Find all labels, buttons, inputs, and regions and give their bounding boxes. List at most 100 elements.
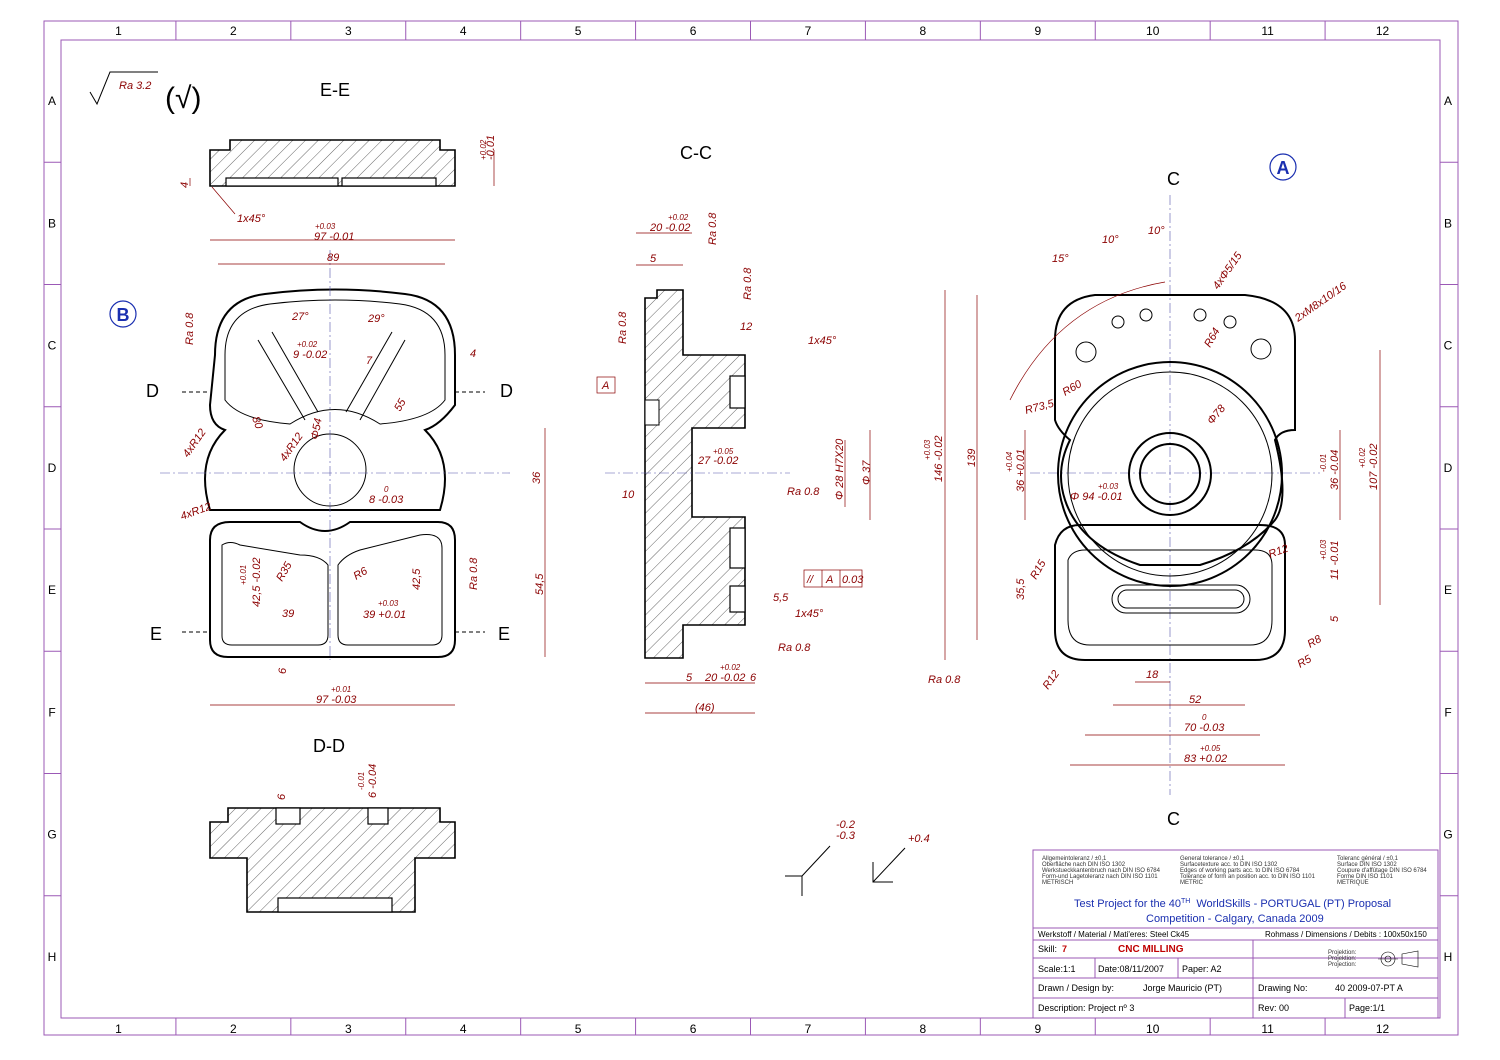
dim-ee-4-left: 4 xyxy=(179,182,191,188)
dim-cc-10: 10 xyxy=(622,489,635,501)
dim-cc-chamfer2: 1x45° xyxy=(795,608,824,620)
tb-standard-line: Tolerance of form an position acc. to DI… xyxy=(1180,874,1316,880)
dim-r35: R35 xyxy=(274,559,295,583)
dim-a-5: 5 xyxy=(1329,615,1341,622)
dim-ra-b2: Ra 0.8 xyxy=(468,557,480,590)
dim-a-11: 11 -0.01 xyxy=(1329,540,1341,580)
grid-col-bottom-1: 1 xyxy=(115,1022,122,1036)
dim-cc-ra1: Ra 0.8 xyxy=(707,212,719,245)
tb-standard-line: Oberfläche nach DIN ISO 1302 xyxy=(1042,862,1126,868)
grid-row-right-G: G xyxy=(1443,828,1452,842)
dim-ee-4: -0.01 xyxy=(485,135,497,160)
grid-row-right-D: D xyxy=(1444,461,1453,475)
dim-a-r8: R8 xyxy=(1306,633,1325,651)
tb-drawn: Jorge Mauricio (PT) xyxy=(1143,983,1222,993)
edge-sym2: +0.4 xyxy=(908,833,930,845)
tb-skill: 7 xyxy=(1062,944,1067,954)
dim-r6: R6 xyxy=(352,565,371,583)
edge-sym1-b: -0.3 xyxy=(836,830,856,842)
tb-standard-line: Form-und Lagetoleranz nach DIN ISO 1101 xyxy=(1042,874,1158,880)
dim-42-5: 42,5 -0.02 xyxy=(251,557,263,607)
dim-97: 97 -0.01 xyxy=(314,231,354,243)
dim-7: 7 xyxy=(366,355,373,367)
grid-row-left-E: E xyxy=(48,583,56,597)
dim-4xr12-a: 4xR12 xyxy=(181,427,209,460)
grid-col-bottom-10: 10 xyxy=(1146,1022,1160,1036)
grid-col-top-12: 12 xyxy=(1376,24,1390,38)
grid-col-bottom-2: 2 xyxy=(230,1022,237,1036)
grid-row-right-H: H xyxy=(1444,950,1453,964)
dim-a-11-tol: +0.03 xyxy=(1319,539,1328,560)
tb-projection-2: Projektion: xyxy=(1328,956,1357,962)
tb-description: Description: Project nº 3 xyxy=(1038,1003,1134,1013)
tb-date: Date:08/11/2007 xyxy=(1098,964,1164,974)
tb-drawing-no: 40 2009-07-PT A xyxy=(1335,983,1403,993)
dim-a-r5: R5 xyxy=(1296,653,1315,671)
dim-39-b: 39 +0.01 xyxy=(363,609,406,621)
tb-paper: Paper: A2 xyxy=(1182,964,1222,974)
dim-39-tol: +0.03 xyxy=(378,599,399,608)
dim-cc-ra2: Ra 0.8 xyxy=(742,267,754,300)
dim-a-r60: R60 xyxy=(1061,378,1085,399)
dim-a-15deg: 15° xyxy=(1052,253,1069,265)
dim-39: 39 xyxy=(282,608,294,620)
dim-a-36b: 36 -0.04 xyxy=(1329,450,1341,490)
section-cc: C-C +0.02 20 -0.02 5 Ra 0.8 Ra 0.8 Ra 0.… xyxy=(596,143,873,714)
grid-row-right-E: E xyxy=(1444,583,1452,597)
grid-col-bottom-6: 6 xyxy=(690,1022,697,1036)
grid-row-right-A: A xyxy=(1444,94,1452,108)
dim-cc-tol1: +0.02 xyxy=(668,213,689,222)
dim-dd-6: 6 xyxy=(276,793,288,800)
dim-ra-b1: Ra 0.8 xyxy=(184,312,196,345)
grid-row-right-F: F xyxy=(1444,705,1451,719)
section-ee: E-E +0.02 -0.01 4 1x45° xyxy=(179,80,497,225)
grid-col-top-5: 5 xyxy=(575,24,582,38)
grid-col-top-11: 11 xyxy=(1261,24,1274,38)
grid-col-bottom-8: 8 xyxy=(920,1022,927,1036)
dim-97-tol: +0.03 xyxy=(315,222,336,231)
dim-a-2xm8: 2xM8x10/16 xyxy=(1292,280,1350,325)
tb-project-line2: Competition - Calgary, Canada 2009 xyxy=(1146,913,1324,925)
section-dd-title: D-D xyxy=(313,736,345,756)
dim-ee-tol: +0.02 xyxy=(479,139,488,160)
dim-a-r64: R64 xyxy=(1202,326,1222,349)
dim-cc-5: 5 xyxy=(650,253,657,265)
section-cc-title: C-C xyxy=(680,143,712,163)
dim-cc-27: 27 -0.02 xyxy=(697,455,738,467)
dim-a-146: 146 -0.02 xyxy=(933,436,945,482)
edge-symbols: -0.2 -0.3 +0.4 xyxy=(785,819,930,896)
tb-standard-line: METRIC xyxy=(1180,880,1204,886)
tb-standard-line: Edges of working parts acc. to DIN ISO 6… xyxy=(1180,868,1300,874)
tb-standard-line: Surface DIN ISO 1302 xyxy=(1337,862,1397,868)
section-c-top: C xyxy=(1167,169,1180,189)
tb-drawn-label: Drawn / Design by: xyxy=(1038,983,1114,993)
dim-a-70: 70 -0.03 xyxy=(1184,722,1225,734)
dim-97-b: 97 -0.03 xyxy=(316,694,357,706)
tb-standard-line: Surfacetexture acc. to DIN ISO 1302 xyxy=(1180,862,1278,868)
dim-cc-ra5: Ra 0.8 xyxy=(778,642,811,654)
dim-slot-9: 9 -0.02 xyxy=(293,349,327,361)
dim-a-36: 36 +0.01 xyxy=(1015,449,1027,492)
dim-dd-tol: -0.01 xyxy=(357,772,366,790)
grid-col-bottom-3: 3 xyxy=(345,1022,352,1036)
callout-a: A xyxy=(1269,153,1297,181)
grid-col-top-4: 4 xyxy=(460,24,467,38)
dim-dd-6-b: 6 -0.04 xyxy=(367,764,379,798)
dim-cc-chamfer1: 1x45° xyxy=(808,335,837,347)
dim-a-4xphi5: 4xΦ5/15 xyxy=(1211,250,1246,292)
dim-4xr12-c: 4xR12 xyxy=(179,501,213,523)
dim-a-139: 139 xyxy=(966,449,978,467)
dim-36: 36 xyxy=(531,471,543,484)
grid-col-top-10: 10 xyxy=(1146,24,1160,38)
dim-a-94-tol: +0.03 xyxy=(1098,482,1119,491)
dim-a-52: 52 xyxy=(1189,694,1201,706)
front-view-b: +0.03 97 -0.01 89 Ra 0.8 27° 29° +0.02 9… xyxy=(146,222,546,706)
dim-a-36b-tol: -0.01 xyxy=(1319,454,1328,472)
dim-a-ra: Ra 0.8 xyxy=(928,674,961,686)
dim-a-r12-a: R12 xyxy=(1267,543,1290,561)
grid-row-left-F: F xyxy=(48,705,55,719)
tb-standard-line: METRISCH xyxy=(1042,880,1073,886)
dim-cc-20: 20 -0.02 xyxy=(649,222,690,234)
